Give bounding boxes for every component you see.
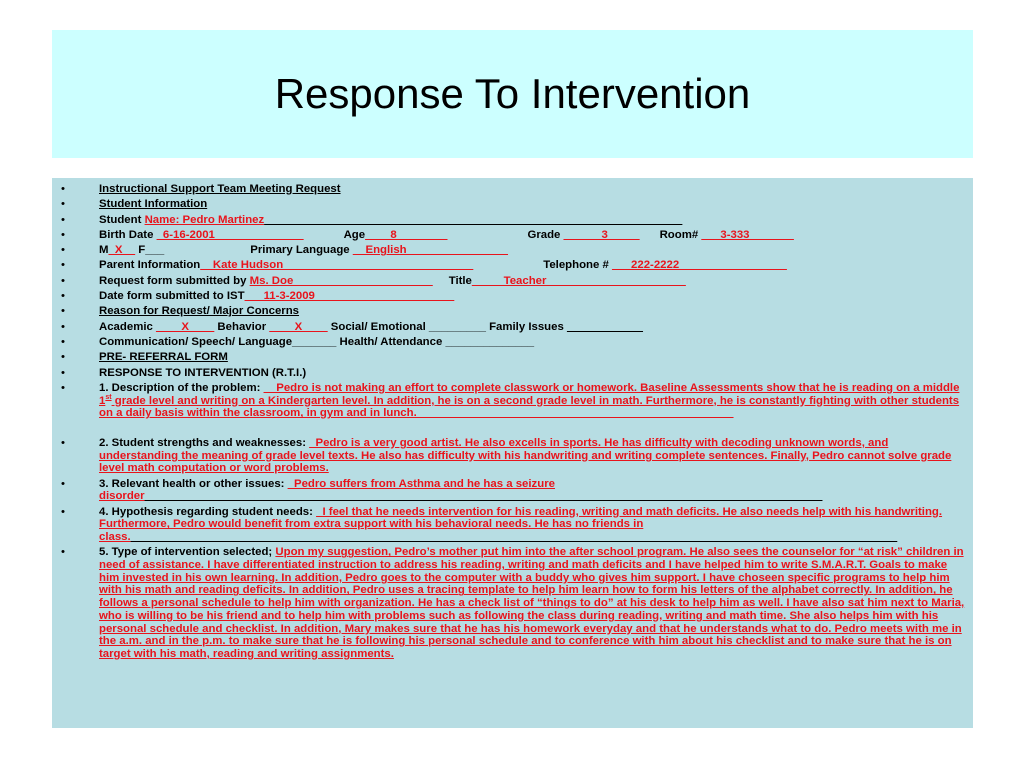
list-item: Academic ____X____ Behavior ____X____ So…: [52, 321, 965, 334]
language-value: __English________________: [352, 244, 508, 257]
age-label: Age: [343, 228, 366, 241]
birth-value: _6-16-2001______________: [156, 228, 304, 241]
q3-text: _Pedro suffers from Asthma and he has a …: [99, 477, 555, 503]
parent-label: Parent Information: [99, 259, 201, 272]
list-item: 4. Hypothesis regarding student needs: _…: [52, 506, 965, 544]
list-item: 5. Type of intervention selected; Upon m…: [52, 546, 965, 660]
list-item: 1. Description of the problem: __Pedro i…: [52, 382, 965, 420]
m-label: M: [99, 244, 109, 257]
behavior-value: ____X____: [269, 320, 328, 333]
q2-text: _Pedro is a very good artist. He also ex…: [99, 436, 952, 475]
ist-heading: Instructional Support Team Meeting Reque…: [99, 183, 341, 195]
list-item: M_X__ F___ Primary Language __English____…: [52, 244, 965, 257]
q3-trail: ________________________________________…: [144, 490, 823, 503]
room-value: ___3-333_______: [701, 228, 794, 241]
social-label: Social/ Emotional _________ Family Issue…: [327, 320, 567, 333]
list-item: Request form submitted by Ms. Doe_______…: [52, 275, 965, 288]
f-label: F___: [135, 244, 165, 257]
student-info-heading: Student Information: [99, 198, 208, 211]
q4-text: _I feel that he needs intervention for h…: [99, 505, 943, 544]
list-item: Instructional Support Team Meeting Reque…: [52, 183, 965, 196]
language-label: Primary Language: [250, 244, 353, 257]
list-item: Reason for Request/ Major Concerns: [52, 305, 965, 318]
student-trail: ________________________________________…: [264, 213, 683, 226]
list-item: 3. Relevant health or other issues: _Ped…: [52, 478, 965, 503]
title-panel: Response To Intervention: [52, 30, 973, 158]
list-item: RESPONSE TO INTERVENTION (R.T.I.): [52, 367, 965, 380]
title-label: Title: [448, 274, 472, 287]
academic-label: Academic: [99, 320, 156, 333]
list-item: Birth Date _6-16-2001______________Age__…: [52, 229, 965, 242]
q2-label: 2. Student strengths and weaknesses:: [99, 436, 310, 449]
request-label: Request form submitted by: [99, 274, 250, 287]
date-label: Date form submitted to IST: [99, 290, 245, 303]
list-item: Student Name: Pedro Martinez____________…: [52, 214, 965, 227]
date-value: ___11-3-2009______________________: [244, 290, 455, 303]
list-item: Communication/ Speech/ Language_______ H…: [52, 336, 965, 349]
q1-text: __Pedro is not making an effort to compl…: [99, 381, 960, 407]
communication-line: Communication/ Speech/ Language_______ H…: [99, 335, 535, 348]
q5-label: 5. Type of intervention selected;: [99, 546, 276, 559]
phone-value: ___222-2222_________________: [612, 259, 787, 272]
prereferral-heading: PRE- REFERRAL FORM: [99, 351, 228, 364]
q1-label: 1. Description of the problem:: [99, 381, 264, 394]
behavior-label: Behavior: [214, 320, 270, 333]
list-item: Parent Information__Kate Hudson_________…: [52, 259, 965, 272]
grade-label: Grade: [527, 228, 564, 241]
age-value: ____8________: [365, 228, 448, 241]
q4-label: 4. Hypothesis regarding student needs:: [99, 505, 317, 518]
parent-value: __Kate Hudson___________________________…: [200, 259, 474, 272]
list-item: Student Information: [52, 198, 965, 211]
q1-superscript: st: [105, 393, 112, 401]
list-item: 2. Student strengths and weaknesses: _Pe…: [52, 437, 965, 475]
request-value: Ms. Doe______________________: [249, 274, 433, 287]
content-panel: Instructional Support Team Meeting Reque…: [52, 178, 973, 728]
room-label: Room#: [659, 228, 702, 241]
birth-label: Birth Date: [99, 228, 157, 241]
reason-heading: Reason for Request/ Major Concerns: [99, 305, 300, 318]
slide-title: Response To Intervention: [274, 70, 751, 117]
q3-label: 3. Relevant health or other issues:: [99, 477, 288, 490]
q4-trail: ________________________________________…: [130, 531, 898, 544]
list-item: PRE- REFERRAL FORM: [52, 351, 965, 364]
student-label: Student: [99, 213, 145, 226]
phone-label: Telephone #: [543, 259, 613, 272]
q5-text: Upon my suggestion, Pedro’s mother put h…: [99, 546, 965, 660]
academic-value: ____X____: [155, 320, 215, 333]
rti-heading: RESPONSE TO INTERVENTION (R.T.I.): [99, 366, 307, 379]
grade-value: ______3_____: [563, 228, 640, 241]
family-blank: ____________: [566, 320, 643, 333]
student-name: Name: Pedro Martinez: [144, 213, 265, 226]
bullet-list: Instructional Support Team Meeting Reque…: [52, 183, 965, 661]
m-value: _X__: [108, 244, 136, 257]
q1-text-cont: grade level and writing on a Kindergarte…: [99, 394, 960, 420]
list-item: Date form submitted to IST___11-3-2009__…: [52, 290, 965, 303]
title-value: _____Teacher______________________: [471, 274, 686, 287]
